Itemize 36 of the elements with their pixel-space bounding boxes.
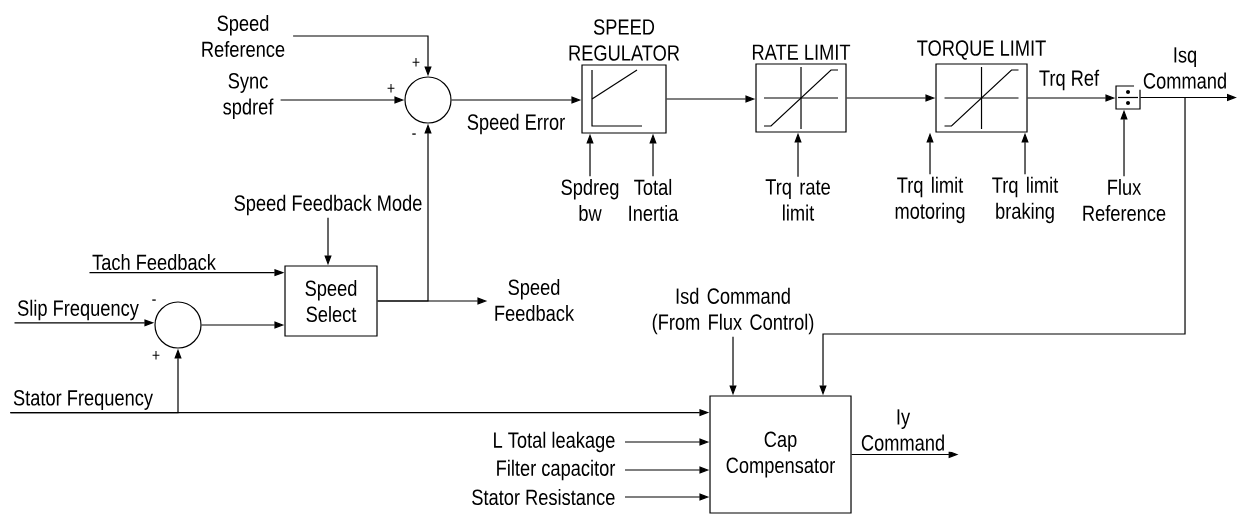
- sign-label: -: [152, 299, 156, 301]
- function-block: RATE LIMIT: [752, 44, 851, 133]
- signal-label: Stator Frequency: [13, 390, 153, 410]
- signal-label: Spdreg bw: [561, 178, 619, 222]
- signal-label: L Total leakage: [494, 431, 615, 453]
- signal-label: Stator Resistance: [472, 488, 615, 506]
- function-block: Cap Compensator: [709, 395, 852, 514]
- signal-label: Total Inertia: [629, 178, 679, 222]
- summing-junction: [154, 301, 202, 349]
- edge-label: Iy Command: [852, 408, 954, 452]
- summing-junction: [404, 76, 452, 124]
- signal-label: Speed Reference: [202, 14, 285, 58]
- sign-label: +: [152, 351, 160, 360]
- signal-label: Filter capacitor: [497, 459, 616, 481]
- sign-label: +: [412, 58, 420, 67]
- node-label: SPEED REGULATOR: [569, 19, 680, 61]
- function-block: SPEED REGULATOR: [569, 19, 680, 134]
- signal-label: Trq rate limit: [765, 179, 830, 221]
- signal-label: Isd Command (From Flux Control): [652, 287, 814, 335]
- signal-label: Flux Reference: [1083, 178, 1166, 222]
- node-label: RATE LIMIT: [752, 44, 851, 60]
- signal-label: Sync spdref: [223, 73, 274, 119]
- divider-block: [1115, 85, 1141, 110]
- sign-label: -: [412, 133, 416, 135]
- edge-label: Speed Error: [465, 112, 567, 136]
- sign-label: +: [387, 84, 395, 93]
- function-block: Speed Select: [284, 265, 378, 337]
- edge-label: Trq Ref: [1037, 68, 1101, 92]
- signal-label: Tach Feedback: [92, 253, 216, 271]
- signal-label: Trq limit motoring: [895, 176, 965, 224]
- signal-label: Speed Feedback Mode: [234, 194, 422, 216]
- signal-label: Trq limit braking: [992, 176, 1059, 224]
- signal-label: Slip Frequency: [17, 299, 139, 321]
- signal-label: Speed Feedback: [495, 278, 575, 322]
- edge-label: Isq Command: [1134, 46, 1236, 90]
- node-label: TORQUE LIMIT: [917, 40, 1046, 60]
